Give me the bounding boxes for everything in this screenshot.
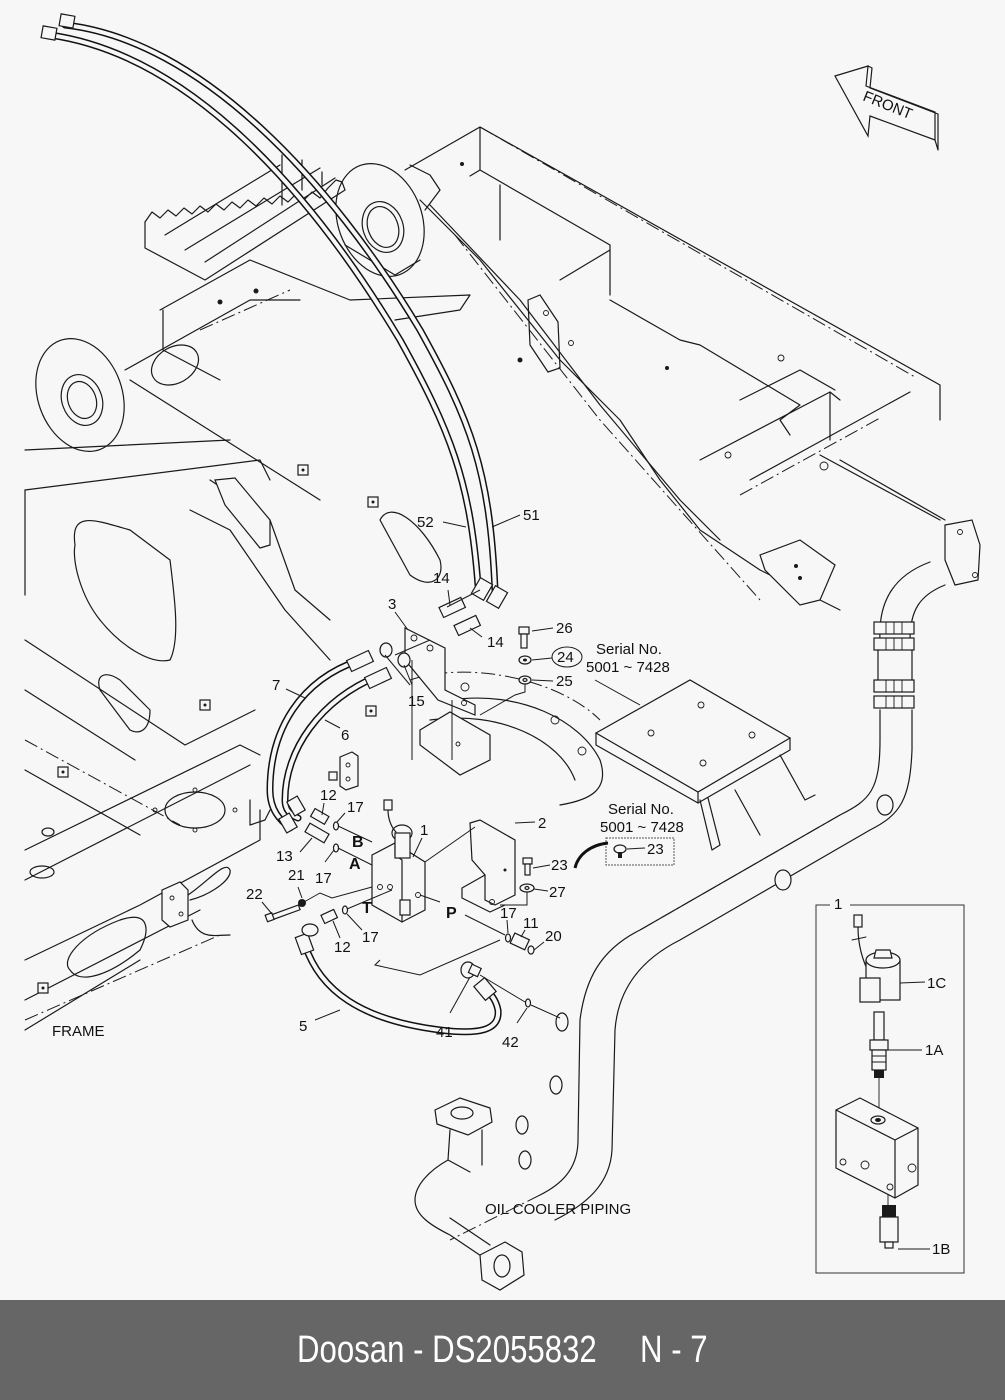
nut-icon <box>199 699 211 711</box>
bolt-22-icon <box>264 904 301 923</box>
oring-17c-icon <box>341 905 349 915</box>
front-arrow-icon: FRONT <box>834 65 939 151</box>
callout-20: 20 <box>545 928 562 945</box>
parts-diagram: FRONT <box>24 13 981 1291</box>
flange-bolt-23-icon <box>613 844 627 858</box>
detail-title: 1 <box>834 896 842 913</box>
adapter-13-icon <box>304 822 330 844</box>
footer-part-reference: Doosan - DS2055832 N - 7 <box>297 1328 708 1371</box>
bracket-2 <box>424 819 535 913</box>
callout-5: 5 <box>299 1018 307 1035</box>
svg-text:Serial No.: Serial No. <box>608 801 674 818</box>
boom-mount <box>24 163 523 501</box>
detail-label-1a: 1A <box>925 1042 943 1059</box>
coil-1c-icon <box>859 949 901 1003</box>
plug-1b-icon <box>879 1205 899 1249</box>
detail-valve-1: 1 1C 1A <box>815 896 965 1274</box>
port-p-label: P <box>446 905 457 922</box>
callout-52: 52 <box>417 514 434 531</box>
callout-14: 14 <box>433 570 450 587</box>
washer-27-icon <box>519 883 535 893</box>
bolt-26-icon <box>518 626 530 649</box>
callout-17: 17 <box>362 929 379 946</box>
callout-11: 11 <box>523 915 539 932</box>
main-frame <box>24 464 442 1031</box>
callout-12: 12 <box>334 939 351 956</box>
nut-icon <box>365 705 377 717</box>
port-a-label: A <box>349 856 361 873</box>
callout-7: 7 <box>272 677 280 694</box>
oil-cooler-label: OIL COOLER PIPING <box>485 1201 631 1218</box>
callout-14: 14 <box>487 634 504 651</box>
port-labels: B A T P <box>349 834 457 922</box>
washer-15-icon <box>379 642 411 668</box>
port-t-label: T <box>362 900 372 917</box>
hose-5 <box>294 923 561 1036</box>
port-b-label: B <box>352 834 364 851</box>
mount-plate <box>594 679 816 851</box>
footer-bar: Doosan - DS2055832 N - 7 <box>0 1300 1005 1400</box>
callouts: 52 51 14 14 3 26 24 25 15 7 6 12 17 1 2 … <box>246 507 583 1051</box>
nut-icon <box>57 766 69 778</box>
nut-icon <box>297 464 309 476</box>
callout-24: 24 <box>557 649 574 666</box>
callout-6: 6 <box>341 727 349 744</box>
frame-label: FRAME <box>52 1023 105 1040</box>
nut-icon <box>367 496 379 508</box>
hoses-6-7 <box>266 649 393 834</box>
adapter-12-icon <box>309 807 330 826</box>
washer-24-icon <box>518 655 532 665</box>
detail-label-1c: 1C <box>927 975 946 992</box>
oring-17-icon <box>332 821 340 831</box>
serial-note-1: Serial No. 5001 ~ 7428 <box>586 641 670 706</box>
callout-17: 17 <box>347 799 364 816</box>
hoses-51-52 <box>40 13 509 610</box>
callout-26: 26 <box>556 620 573 637</box>
cartridge-1a-icon <box>869 1011 889 1078</box>
washer-25-icon <box>518 675 532 685</box>
nut-21-icon <box>298 899 306 907</box>
callout-2: 2 <box>538 815 546 832</box>
oring-20-icon <box>527 945 535 955</box>
oring-42-icon <box>524 998 532 1008</box>
elbow-41-icon <box>460 961 483 979</box>
oil-cooler-piping: OIL COOLER PIPING <box>414 519 981 1291</box>
callout-1: 1 <box>420 822 428 839</box>
svg-text:5001 ~ 7428: 5001 ~ 7428 <box>600 819 684 836</box>
svg-text:Serial No.: Serial No. <box>596 641 662 658</box>
upper-frame-structure <box>404 126 946 611</box>
solenoid-valve-1 <box>264 799 535 976</box>
callout-12: 12 <box>320 787 337 804</box>
callout-51: 51 <box>523 507 540 524</box>
callout-41: 41 <box>436 1024 453 1041</box>
callout-25: 25 <box>556 673 573 690</box>
callout-42: 42 <box>502 1034 519 1051</box>
hose-end-fitting-icon <box>40 13 76 41</box>
callout-13: 13 <box>276 848 293 865</box>
callout-23: 23 <box>551 857 568 874</box>
adapter-11-icon <box>509 932 531 951</box>
callout-17: 17 <box>315 870 332 887</box>
detail-label-1b: 1B <box>932 1241 950 1258</box>
adapter-12b-icon <box>320 908 339 925</box>
svg-text:5001 ~ 7428: 5001 ~ 7428 <box>586 659 670 676</box>
bolt-23-icon <box>522 857 533 876</box>
callout-17: 17 <box>500 905 517 922</box>
adapter-14-icon <box>438 596 482 637</box>
swing-bearing <box>409 671 604 806</box>
nut-icon <box>37 982 49 994</box>
callout-21: 21 <box>288 867 305 884</box>
callout-3: 3 <box>388 596 396 613</box>
step-deck <box>144 154 346 281</box>
bracket-3 <box>379 589 532 760</box>
oring-17d-icon <box>504 933 512 943</box>
callout-27: 27 <box>549 884 566 901</box>
serial-note-2: Serial No. 5001 ~ 7428 23 <box>573 801 684 869</box>
callout-22: 22 <box>246 886 263 903</box>
callout-24-circle <box>551 646 583 668</box>
callout-23: 23 <box>647 841 664 858</box>
oring-17-icon <box>332 843 340 853</box>
valve-body-icon <box>835 1097 919 1199</box>
callout-15: 15 <box>408 693 425 710</box>
